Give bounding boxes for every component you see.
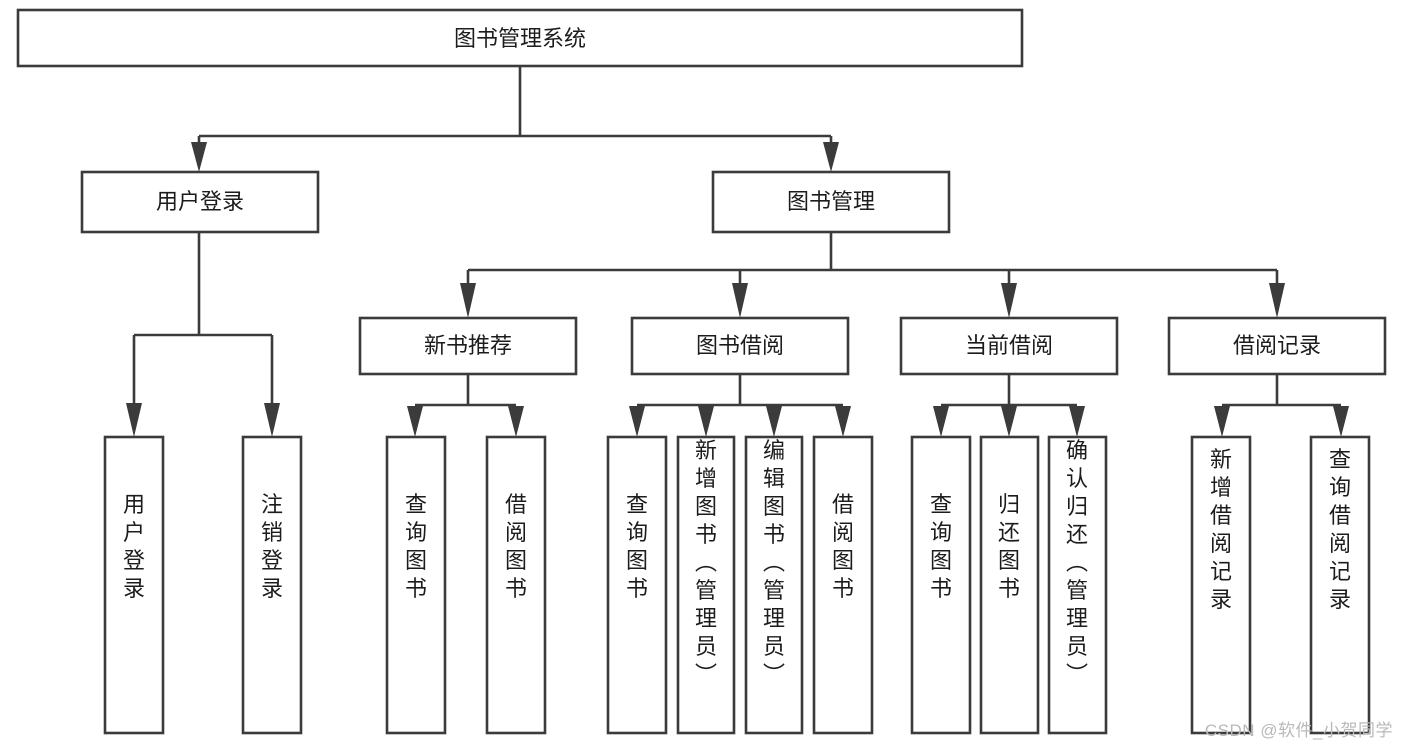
node-borrow-record-label: 借阅记录: [1233, 333, 1321, 358]
node-root[interactable]: 图书管理系统: [16, 8, 1024, 68]
arrow-head-borrow-record: [1269, 283, 1285, 318]
arrow-head-leaf-add-book: [698, 406, 714, 437]
node-leaf-confirm-return-label: 确认归还︵管理员︶: [1066, 438, 1088, 687]
node-root-label: 图书管理系统: [454, 26, 586, 51]
node-leaf-borrow-book-1-box[interactable]: [485, 435, 547, 735]
node-leaf-query-book-1[interactable]: 查询图书: [385, 435, 447, 735]
node-user-login-box[interactable]: [80, 170, 320, 234]
arrow-head-leaf-query-book-3: [933, 406, 949, 437]
node-leaf-edit-book[interactable]: 编辑图书︵管理员︶: [744, 435, 804, 735]
node-leaf-add-book-box[interactable]: [676, 435, 736, 735]
node-leaf-query-book-3-label: 查询图书: [930, 492, 952, 601]
node-leaf-user-login-label: 用户登录: [123, 492, 145, 601]
arrow-head-leaf-confirm-return: [1069, 406, 1085, 437]
node-book-manage-label: 图书管理: [787, 189, 875, 214]
arrow-head-user-login: [191, 142, 207, 172]
arrow-head-leaf-query-book-1: [407, 406, 423, 437]
node-leaf-add-record-box[interactable]: [1190, 435, 1252, 735]
arrow-head-leaf-logout: [264, 403, 280, 437]
node-current-borrow-label: 当前借阅: [965, 333, 1053, 358]
node-book-borrow-box[interactable]: [630, 316, 850, 376]
node-leaf-add-record-label: 新增借阅记录: [1210, 447, 1232, 612]
node-current-borrow[interactable]: 当前借阅: [899, 316, 1119, 376]
node-book-manage[interactable]: 图书管理: [711, 170, 951, 234]
node-leaf-add-record[interactable]: 新增借阅记录: [1190, 435, 1252, 735]
node-leaf-add-book[interactable]: 新增图书︵管理员︶: [676, 435, 736, 735]
node-book-borrow-label: 图书借阅: [696, 333, 784, 358]
node-new-book-rec-box[interactable]: [358, 316, 578, 376]
node-leaf-confirm-return-box[interactable]: [1047, 435, 1108, 735]
arrow-head-leaf-add-record: [1214, 406, 1230, 437]
node-leaf-add-book-label: 新增图书︵管理员︶: [695, 438, 717, 687]
node-leaf-return-book[interactable]: 归还图书: [979, 435, 1040, 735]
connector-layer: [126, 66, 1349, 437]
node-book-manage-box[interactable]: [711, 170, 951, 234]
node-leaf-query-book-3-box[interactable]: [910, 435, 972, 735]
node-leaf-query-book-1-box[interactable]: [385, 435, 447, 735]
arrow-head-book-manage: [823, 142, 839, 172]
node-user-login-label: 用户登录: [156, 189, 244, 214]
node-leaf-confirm-return[interactable]: 确认归还︵管理员︶: [1047, 435, 1108, 735]
node-leaf-borrow-book-1[interactable]: 借阅图书: [485, 435, 547, 735]
node-leaf-query-record-box[interactable]: [1309, 435, 1371, 735]
arrow-head-leaf-query-record: [1333, 406, 1349, 437]
node-leaf-return-book-box[interactable]: [979, 435, 1040, 735]
node-new-book-rec[interactable]: 新书推荐: [358, 316, 578, 376]
node-leaf-return-book-label: 归还图书: [998, 492, 1020, 601]
node-leaf-logout-box[interactable]: [241, 435, 303, 735]
node-leaf-logout[interactable]: 注销登录: [241, 435, 303, 735]
node-current-borrow-box[interactable]: [899, 316, 1119, 376]
node-leaf-borrow-book-2-label: 借阅图书: [832, 492, 854, 601]
arrow-head-leaf-user-login: [126, 403, 142, 437]
node-borrow-record[interactable]: 借阅记录: [1167, 316, 1387, 376]
node-root-box[interactable]: [16, 8, 1024, 68]
node-leaf-query-book-2-label: 查询图书: [626, 492, 648, 601]
node-leaf-borrow-book-1-label: 借阅图书: [505, 492, 527, 601]
node-leaf-logout-label: 注销登录: [261, 492, 283, 601]
node-book-borrow[interactable]: 图书借阅: [630, 316, 850, 376]
node-leaf-query-book-3[interactable]: 查询图书: [910, 435, 972, 735]
node-borrow-record-box[interactable]: [1167, 316, 1387, 376]
node-leaf-edit-book-label: 编辑图书︵管理员︶: [763, 438, 785, 687]
arrow-head-book-borrow: [732, 283, 748, 318]
node-leaf-query-book-1-label: 查询图书: [405, 492, 427, 601]
node-leaf-borrow-book-2-box[interactable]: [812, 435, 874, 735]
node-leaf-query-record-label: 查询借阅记录: [1329, 447, 1351, 612]
arrow-head-new-book-rec: [460, 283, 476, 318]
node-new-book-rec-label: 新书推荐: [424, 333, 512, 358]
arrow-head-leaf-query-book-2: [629, 406, 645, 437]
arrow-head-leaf-return-book: [1001, 406, 1017, 437]
arrow-head-leaf-edit-book: [766, 406, 782, 437]
node-leaf-borrow-book-2[interactable]: 借阅图书: [812, 435, 874, 735]
arrow-head-leaf-borrow-book-1: [508, 406, 524, 437]
node-user-login[interactable]: 用户登录: [80, 170, 320, 234]
node-leaf-query-record[interactable]: 查询借阅记录: [1309, 435, 1371, 735]
arrow-head-current-borrow: [1001, 283, 1017, 318]
node-leaf-edit-book-box[interactable]: [744, 435, 804, 735]
node-leaf-query-book-2[interactable]: 查询图书: [606, 435, 668, 735]
node-leaf-user-login-box[interactable]: [103, 435, 165, 735]
node-leaf-user-login[interactable]: 用户登录: [103, 435, 165, 735]
node-leaf-query-book-2-box[interactable]: [606, 435, 668, 735]
arrow-head-leaf-borrow-book-2: [835, 406, 851, 437]
